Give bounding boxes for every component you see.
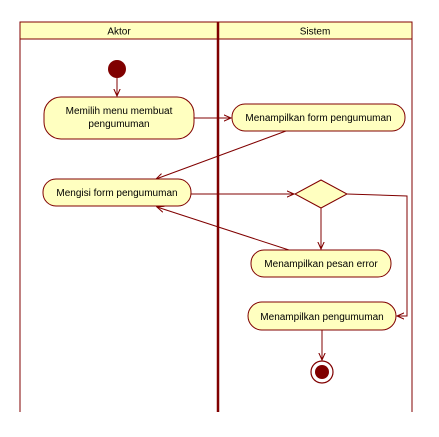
decision-node [293,179,349,209]
flow-error-to-fill-form [157,207,290,251]
action-show-form-label: Menampilkan form pengumuman [245,113,391,124]
action-show-error [250,249,392,278]
flow-decision-to-announcement [346,193,408,316]
action-show-error-label: Menampilkan pesan error [264,259,378,270]
action-select-menu-line2: pengumuman [88,119,149,130]
final-node-inner [315,365,329,379]
action-show-announcement-label: Menampilkan pengumuman [260,312,383,323]
flow-show-form-to-fill-form [156,130,287,179]
action-select-menu [43,96,195,140]
action-fill-form-label: Mengisi form pengumuman [56,188,177,199]
initial-node [108,60,126,78]
lane-title-actor: Aktor [107,27,131,38]
action-fill-form [42,178,192,207]
action-select-menu-line1: Memilih menu membuat [66,106,173,117]
lane-title-system: Sistem [300,27,331,38]
action-show-form [231,103,406,132]
